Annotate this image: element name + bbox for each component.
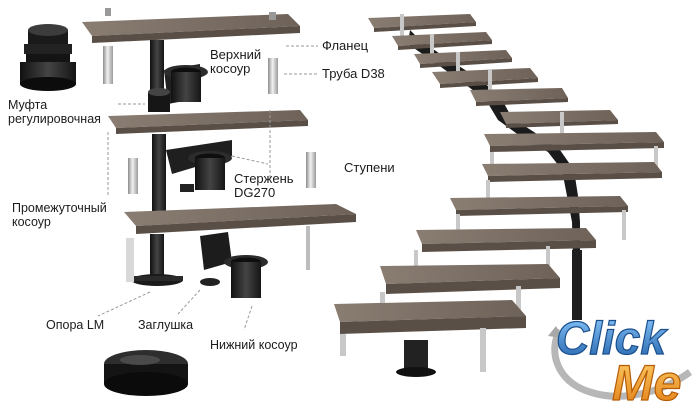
flange-bolt	[269, 12, 276, 20]
top-tread	[82, 14, 300, 43]
tread-3	[414, 50, 512, 76]
bottom-tread	[124, 204, 356, 234]
label-flange: Фланец	[322, 38, 369, 53]
label-middle-stringer: Промежуточный косоур	[12, 201, 107, 229]
pipe-piece	[128, 158, 138, 194]
label-rod: Стержень DG270	[234, 171, 294, 200]
pipe-piece	[103, 46, 113, 84]
tread-1	[368, 14, 476, 38]
logo-line2: Me	[612, 355, 681, 410]
top-stringer-part	[150, 40, 208, 104]
rod	[306, 226, 310, 270]
spine	[396, 30, 582, 377]
label-support: Опора LM	[46, 318, 105, 332]
label-top-stringer: Верхний косоур	[210, 47, 262, 76]
tread-2	[392, 32, 492, 56]
cap-small	[180, 184, 194, 192]
pipe-piece	[268, 58, 278, 94]
tread-6	[500, 110, 618, 142]
exploded-assembly	[20, 8, 356, 396]
tread-8	[482, 162, 662, 208]
flange-bolt	[105, 8, 111, 16]
bottom-stringer-part	[131, 232, 268, 298]
cap-part	[104, 350, 188, 396]
assembled-staircase	[334, 14, 664, 377]
logo-line1: Click	[556, 312, 668, 364]
middle-stringer-part	[152, 134, 232, 214]
tread-9	[450, 196, 628, 240]
label-cap: Заглушка	[138, 318, 194, 332]
label-bottom-stringer: Нижний косоур	[210, 338, 298, 352]
coupling-part	[20, 24, 76, 91]
tread-10	[414, 228, 596, 284]
clickme-logo: Click Me	[548, 311, 693, 410]
tread-12	[334, 300, 526, 372]
tread-5	[470, 88, 568, 106]
tread-4	[432, 68, 538, 96]
rod	[126, 238, 134, 282]
label-coupling: Муфта регулировочная	[8, 98, 101, 126]
leader-lines	[97, 45, 318, 331]
label-pipe: Труба D38	[322, 66, 385, 81]
coupling-small	[148, 92, 170, 112]
label-steps: Ступени	[344, 160, 395, 175]
middle-tread	[108, 110, 308, 134]
pipe-piece	[306, 152, 316, 188]
